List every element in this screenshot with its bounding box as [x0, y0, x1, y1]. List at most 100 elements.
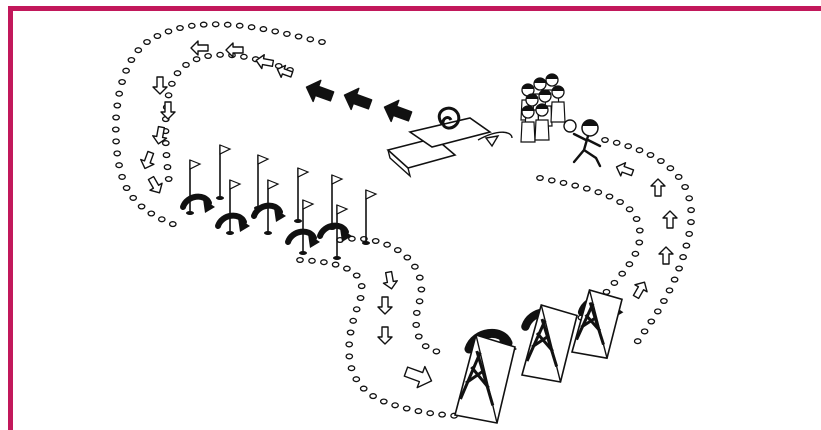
cone-dot: [357, 283, 366, 290]
cone-dot: [356, 294, 365, 302]
direction-arrow-icon: [632, 281, 648, 300]
cone-dot: [352, 376, 361, 383]
curve-arrow-icon: [215, 212, 250, 232]
cone-dot: [379, 398, 388, 405]
cone-dot: [168, 221, 177, 228]
cone-dot: [403, 254, 412, 261]
cone-dot: [371, 237, 380, 245]
cone-dot: [670, 276, 679, 283]
cone-dot: [235, 22, 244, 29]
frame-border-top: [8, 6, 821, 11]
cone-dot: [296, 256, 304, 264]
cone-dot: [122, 184, 131, 192]
cone-dot: [625, 206, 634, 213]
cone-dot: [162, 152, 171, 159]
cone-dot: [259, 26, 268, 33]
direction-arrows: [140, 40, 678, 389]
cone-dot: [359, 385, 368, 392]
cone-dot: [559, 179, 568, 186]
curve-arrow-icon: [285, 228, 320, 248]
cone-dot: [161, 140, 170, 147]
slalom-flag-icon: [294, 167, 310, 223]
direction-arrow-icon: [383, 99, 413, 123]
hurdle-tent-icon: [570, 289, 623, 360]
cone-dot: [176, 24, 184, 32]
direction-arrow-icon: [190, 40, 209, 56]
cone-dot: [164, 92, 173, 99]
cone-dot: [168, 80, 176, 87]
slalom-flags: [186, 144, 378, 260]
cone-dot: [137, 203, 146, 210]
curve-arrow-icon: [477, 131, 513, 148]
cone-dot: [675, 265, 683, 272]
cone-dot: [393, 247, 402, 254]
cone-dot: [118, 173, 126, 180]
direction-arrow-icon: [225, 42, 244, 58]
cone-dot: [633, 338, 642, 345]
cone-dot: [115, 90, 124, 97]
cone-dot: [346, 329, 355, 336]
cone-dot: [674, 173, 683, 180]
direction-arrow-icon: [140, 150, 155, 170]
cone-dot: [127, 56, 136, 64]
cone-dot: [352, 272, 361, 279]
cone-dot: [685, 230, 694, 237]
cone-dot: [122, 67, 130, 74]
cone-dot: [111, 126, 120, 133]
cone-dot: [414, 408, 423, 415]
cone-dot: [402, 405, 411, 412]
cone-dot: [308, 257, 316, 264]
cone-dot: [432, 348, 441, 355]
cone-dot: [134, 47, 143, 54]
direction-arrow-icon: [160, 101, 176, 120]
cone-dot: [411, 263, 419, 270]
cone-dot: [113, 102, 122, 109]
slalom-flag-icon: [362, 189, 378, 245]
cone-dot: [352, 306, 361, 313]
cone-dot: [660, 297, 668, 305]
direction-arrow-icon: [343, 87, 373, 111]
cone-dot: [426, 410, 435, 417]
cone-dot: [247, 24, 256, 31]
direction-arrow-icon: [152, 125, 168, 145]
direction-arrow-icon: [650, 178, 666, 197]
cone-dot: [547, 177, 556, 184]
cone-dot: [687, 207, 695, 214]
direction-arrow-icon: [377, 326, 393, 345]
cone-dot: [320, 259, 328, 266]
cone-dot: [646, 151, 655, 159]
cone-dot: [192, 56, 201, 63]
cone-dot: [157, 216, 166, 223]
cone-dot: [666, 165, 675, 172]
cone-dot: [665, 287, 674, 294]
direction-arrow-icon: [403, 365, 433, 389]
cone-dot: [635, 239, 644, 246]
cone-dot: [347, 365, 356, 372]
cone-dot: [601, 136, 609, 144]
curve-arrow-icon: [180, 193, 215, 213]
direction-arrow-icon: [382, 270, 398, 290]
cone-dot: [657, 157, 665, 165]
cone-dot: [331, 261, 340, 268]
frame-border-left: [8, 6, 13, 430]
direction-arrow-icon: [276, 64, 294, 79]
cone-dot: [679, 254, 687, 261]
cone-dot: [348, 235, 356, 242]
direction-arrow-icon: [255, 54, 275, 70]
cone-dot: [631, 250, 640, 257]
cone-dot: [635, 147, 644, 154]
direction-arrow-icon: [152, 76, 168, 95]
cone-dot: [113, 150, 122, 157]
runner-child-icon: [563, 119, 602, 168]
cone-dot: [182, 61, 190, 68]
slalom-flag-icon: [299, 199, 315, 255]
cone-dot: [143, 38, 151, 46]
cone-dot: [685, 195, 694, 202]
cone-dot: [164, 175, 173, 183]
cone-dot: [240, 53, 248, 60]
hurdle-tent-icon: [520, 304, 578, 383]
cone-dot: [391, 402, 399, 409]
cone-dot: [187, 22, 196, 29]
slalom-flag-icon: [226, 179, 242, 235]
